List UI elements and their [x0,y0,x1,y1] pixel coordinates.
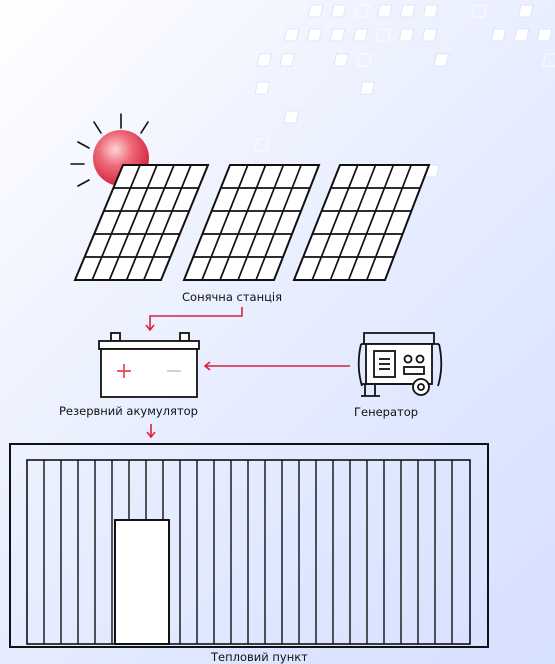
generator-label: Генератор [354,405,418,419]
generator-icon [359,333,442,396]
battery-minus-sign: − [165,359,183,384]
heating-point-label: Тепловий пункт [211,650,308,664]
solar-panel-1 [75,165,208,280]
battery-plus-sign: + [115,359,133,384]
solar-panel-2 [184,165,319,280]
solar-station-label: Сонячна станція [182,290,282,304]
arrow-battery-to-heating [147,424,155,437]
building-door [115,520,169,644]
decor-squares [255,5,555,177]
heating-point-building [10,444,488,647]
arrow-solar-to-battery [146,307,242,330]
arrow-generator-to-battery [205,362,350,370]
solar-panel-3 [294,165,429,280]
backup-battery-label: Резервний акумулятор [59,404,198,418]
